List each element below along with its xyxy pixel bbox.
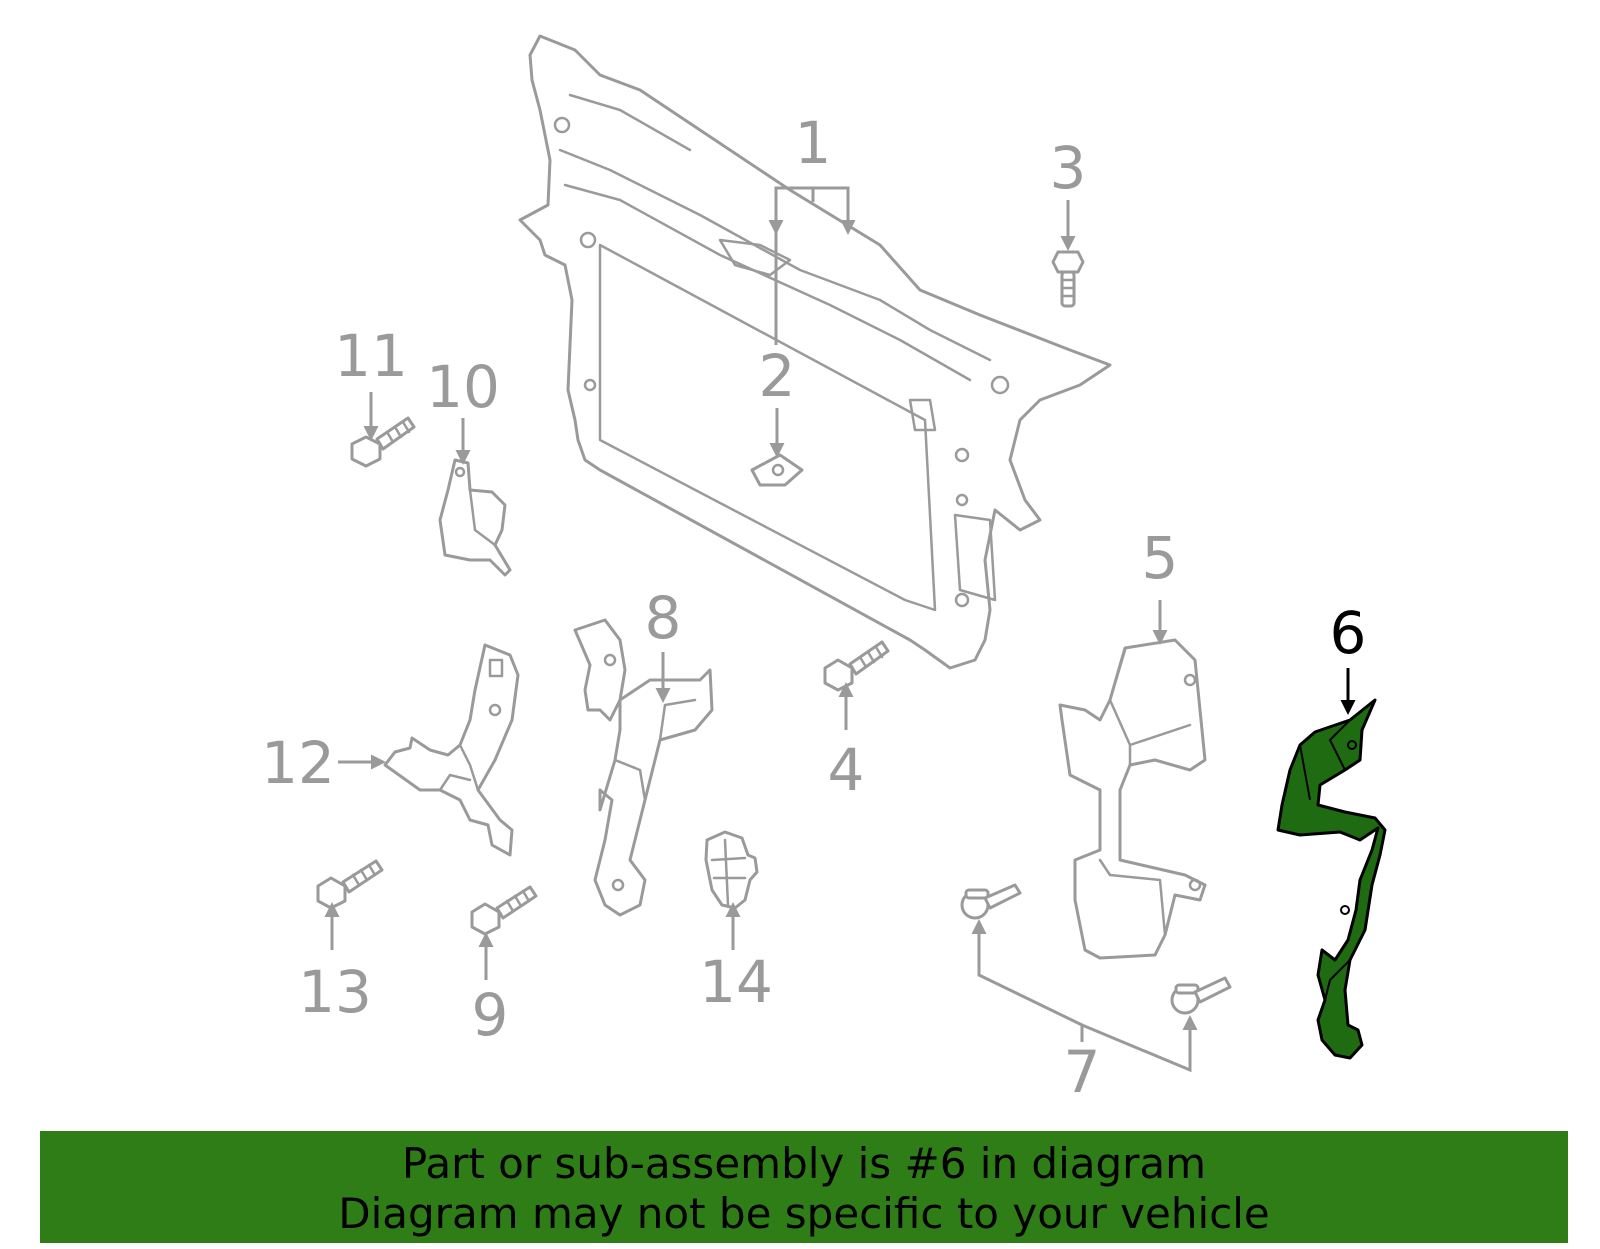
- part-7-clip-upper: [960, 883, 1022, 920]
- part-13-bolt: [316, 859, 384, 910]
- leader-lines: [324, 186, 1356, 1073]
- callout-12: 12: [261, 729, 335, 797]
- callout-9: 9: [472, 981, 509, 1049]
- part-12-bracket: [383, 643, 520, 857]
- callout-1: 1: [795, 109, 832, 177]
- part-3-bolt: [1051, 250, 1085, 308]
- callout-3: 3: [1050, 134, 1087, 202]
- leader-1: [774, 186, 815, 345]
- part-7-clip-lower: [1170, 976, 1232, 1015]
- part-5-air-guide: [1058, 638, 1207, 960]
- callout-5: 5: [1142, 524, 1179, 592]
- callout-6: 6: [1330, 599, 1367, 667]
- part-10-shield: [438, 458, 512, 577]
- callout-10: 10: [426, 353, 500, 421]
- notice-banner: Part or sub-assembly is #6 in diagram Di…: [40, 1131, 1568, 1243]
- callout-7: 7: [1064, 1038, 1101, 1106]
- callout-13: 13: [298, 958, 372, 1026]
- banner-line-2: Diagram may not be specific to your vehi…: [338, 1189, 1270, 1238]
- part-6-deflector: [1276, 698, 1387, 1060]
- callout-4: 4: [828, 736, 865, 804]
- callout-8: 8: [645, 584, 682, 652]
- callout-14: 14: [699, 948, 773, 1016]
- callouts: 1 2 3 4 5 6 7 8 9 10 11 12 13 14: [261, 109, 1366, 1106]
- part-4-bolt: [823, 640, 890, 692]
- banner-line-1: Part or sub-assembly is #6 in diagram: [401, 1139, 1207, 1188]
- part-14-clip: [704, 830, 759, 910]
- callout-2: 2: [759, 342, 796, 410]
- leader-7: [971, 919, 1084, 1042]
- callout-11: 11: [334, 322, 408, 390]
- part-11-bolt: [350, 416, 416, 468]
- part-9-bolt: [470, 885, 538, 936]
- part-8-bracket: [573, 618, 714, 917]
